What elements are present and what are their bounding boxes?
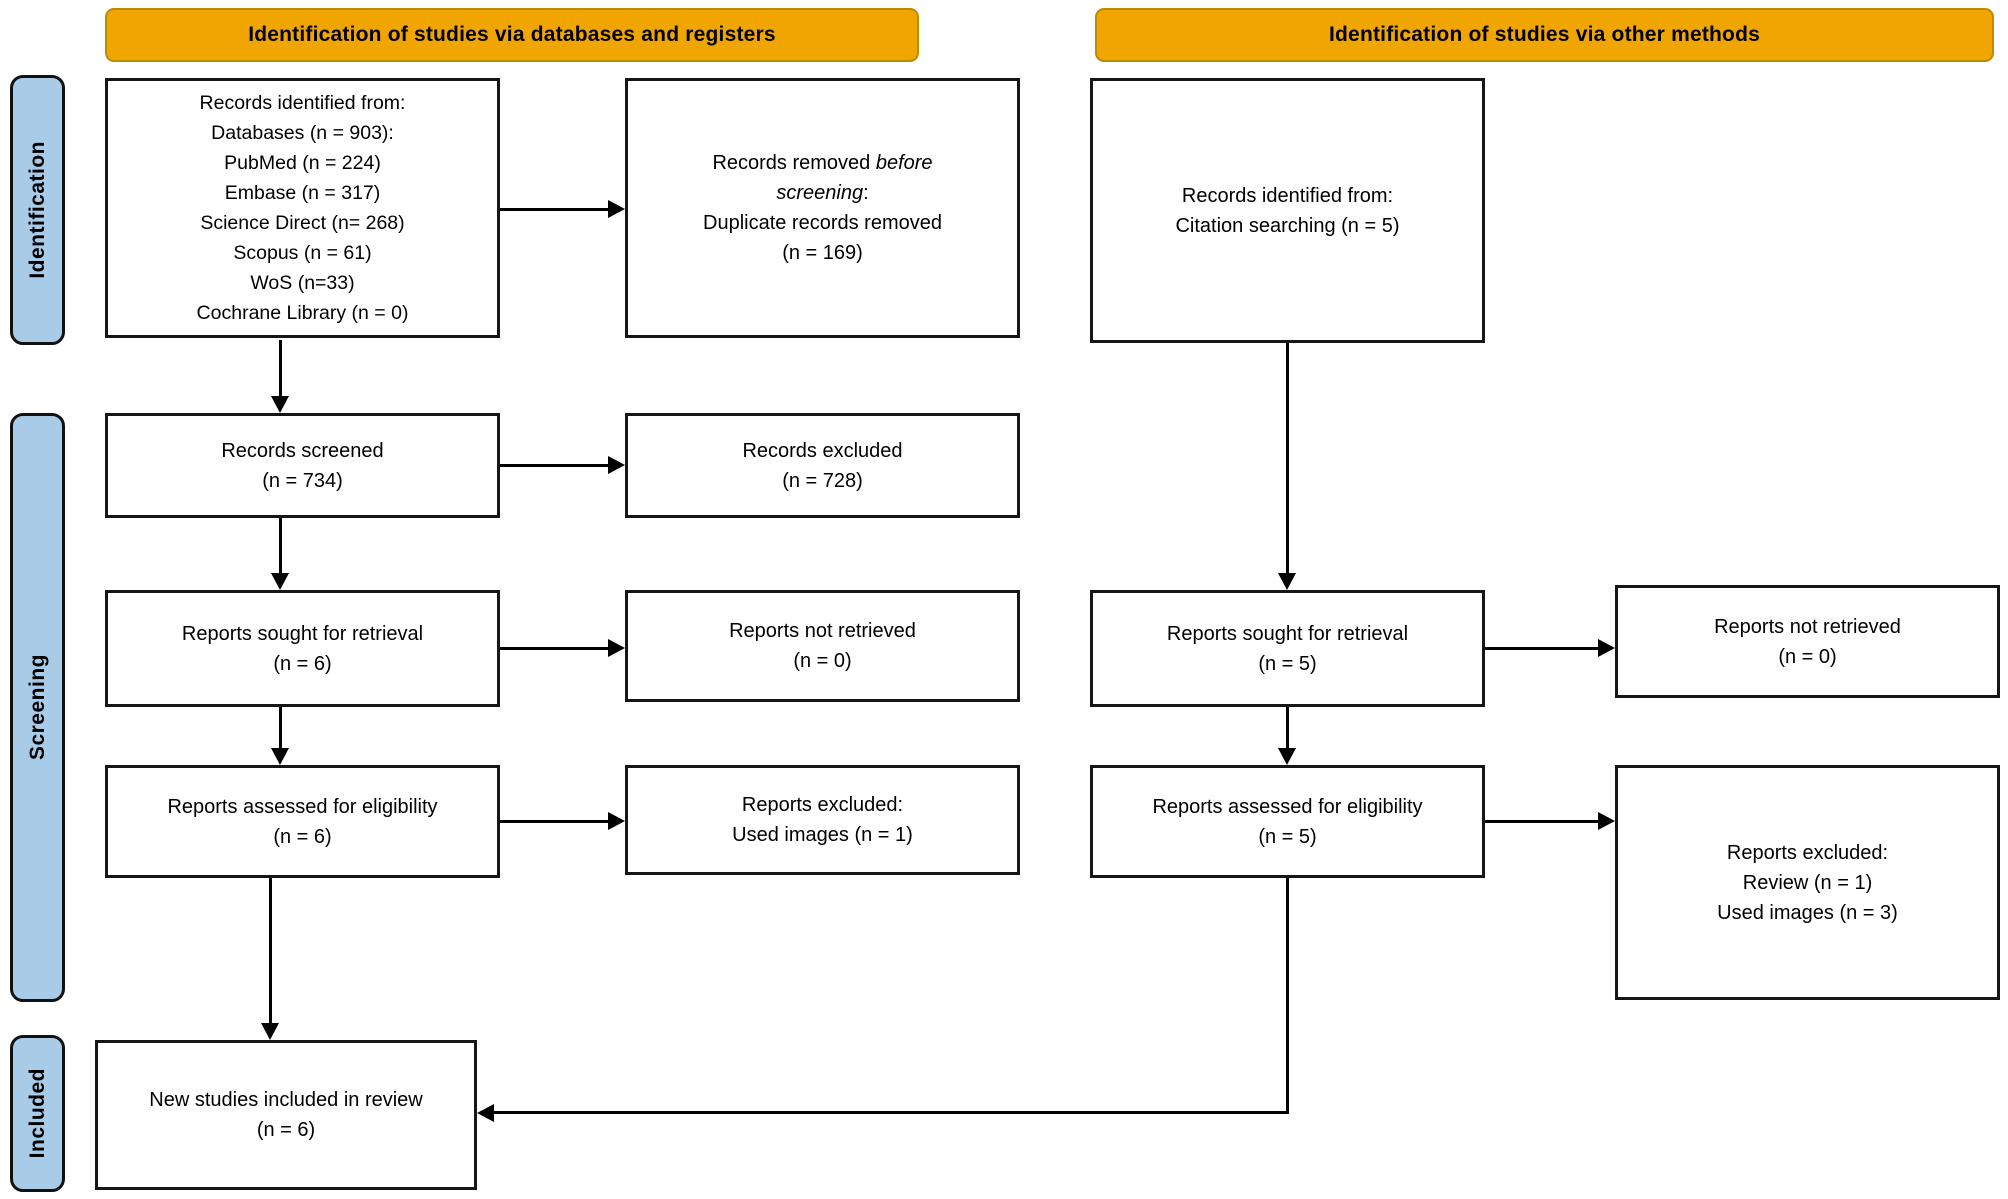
arrow-line — [1485, 647, 1598, 650]
box-text-line: Citation searching (n = 5) — [1175, 214, 1400, 237]
box-text-line: (n = 0) — [1778, 645, 1837, 668]
box-text-segment-italic: screening — [776, 182, 864, 204]
box-text-line: Reports excluded: — [741, 794, 904, 816]
box-reports-excluded-databases: Reports excluded: Used images (n = 1) — [625, 765, 1020, 875]
arrow-line — [1485, 820, 1598, 823]
box-text-line: Review (n = 1) — [1742, 871, 1873, 894]
box-text-segment-italic: before — [875, 152, 933, 174]
box-text-line: Reports assessed for eligibility — [167, 795, 438, 818]
arrow-head-down-icon — [271, 396, 289, 413]
box-text-line: (n = 5) — [1258, 825, 1317, 848]
arrow-line — [1286, 878, 1289, 1114]
arrow-line — [500, 208, 608, 211]
box-text-line: Reports sought for retrieval — [1166, 622, 1409, 645]
box-text-line: Records identified from: — [199, 92, 406, 114]
arrow-head-left-icon — [477, 1104, 494, 1122]
box-text-line: Reports assessed for eligibility — [1152, 795, 1423, 818]
box-records-screened: Records screened (n = 734) — [105, 413, 500, 518]
arrow-line — [500, 464, 608, 467]
box-text-line: Embase (n = 317) — [224, 182, 381, 204]
box-reports-excluded-other: Reports excluded: Review (n = 1) Used im… — [1615, 765, 2000, 1000]
box-text-line: PubMed (n = 224) — [224, 152, 381, 174]
rail-included-label: Included — [25, 1068, 49, 1159]
box-reports-assessed-other: Reports assessed for eligibility (n = 5) — [1090, 765, 1485, 878]
box-reports-not-retrieved-other: Reports not retrieved (n = 0) — [1615, 585, 2000, 698]
box-text-line: Records identified from: — [1181, 184, 1394, 207]
box-records-removed-before-screening: Records removed before screening: Duplic… — [625, 78, 1020, 338]
arrow-head-down-icon — [1278, 573, 1296, 590]
banner-databases-registers: Identification of studies via databases … — [105, 8, 919, 62]
box-text-line: (n = 734) — [262, 469, 343, 492]
box-text-line: New studies included in review — [149, 1089, 423, 1111]
box-text-line: (n = 0) — [793, 650, 852, 672]
box-text-line: (n = 169) — [782, 242, 863, 264]
box-text-line: (n = 6) — [273, 825, 332, 848]
arrow-line — [279, 340, 282, 396]
arrow-head-right-icon — [608, 200, 625, 218]
box-text-line: (n = 5) — [1258, 652, 1317, 675]
box-text-segment: : — [863, 182, 869, 204]
box-text-line: Reports sought for retrieval — [181, 622, 424, 645]
box-text-segment: Records removed — [712, 152, 871, 174]
rail-screening: Screening — [10, 413, 65, 1002]
arrow-head-right-icon — [1598, 812, 1615, 830]
box-new-studies-included: New studies included in review (n = 6) — [95, 1040, 477, 1190]
rail-screening-label: Screening — [25, 654, 49, 761]
box-text-line: Cochrane Library (n = 0) — [196, 302, 409, 324]
arrow-head-down-icon — [261, 1023, 279, 1040]
box-text-line: Used images (n = 3) — [1717, 901, 1898, 924]
arrow-line — [1286, 707, 1289, 748]
arrow-head-right-icon — [608, 456, 625, 474]
arrow-line — [500, 647, 608, 650]
arrow-head-right-icon — [608, 639, 625, 657]
box-text-line: Duplicate records removed — [703, 212, 942, 234]
box-text-line: (n = 6) — [256, 1119, 316, 1141]
arrow-head-right-icon — [1598, 639, 1615, 657]
arrow-line — [500, 820, 608, 823]
box-reports-sought-other: Reports sought for retrieval (n = 5) — [1090, 590, 1485, 707]
arrow-line — [494, 1111, 1289, 1114]
box-text-line: screening: — [628, 178, 1017, 208]
arrow-head-down-icon — [271, 748, 289, 765]
box-text-line: Reports not retrieved — [1714, 615, 1901, 638]
box-text-line: Records removed before — [628, 148, 1017, 178]
box-text-line: Records screened — [221, 439, 384, 462]
box-reports-sought-databases: Reports sought for retrieval (n = 6) — [105, 590, 500, 707]
box-text-line: Scopus (n = 61) — [233, 242, 372, 264]
arrow-line — [269, 878, 272, 1023]
box-reports-not-retrieved-databases: Reports not retrieved (n = 0) — [625, 590, 1020, 702]
arrow-line — [279, 707, 282, 748]
box-text-line: Records excluded — [742, 439, 903, 462]
box-records-identified-citation: Records identified from: Citation search… — [1090, 78, 1485, 343]
box-text-line: Science Direct (n= 268) — [200, 212, 405, 234]
box-text-line: Reports excluded: — [1726, 841, 1889, 864]
box-reports-assessed-databases: Reports assessed for eligibility (n = 6) — [105, 765, 500, 878]
rail-included: Included — [10, 1035, 65, 1192]
arrow-line — [279, 518, 282, 573]
banner-other-methods: Identification of studies via other meth… — [1095, 8, 1994, 62]
banner-other-methods-label: Identification of studies via other meth… — [1329, 23, 1760, 46]
arrow-line — [1286, 343, 1289, 573]
arrow-head-right-icon — [608, 812, 625, 830]
box-records-excluded: Records excluded (n = 728) — [625, 413, 1020, 518]
arrow-head-down-icon — [271, 573, 289, 590]
banner-databases-label: Identification of studies via databases … — [248, 23, 776, 46]
box-text-line: Reports not retrieved — [729, 620, 916, 642]
box-text-line: Databases (n = 903): — [211, 122, 394, 144]
box-text-line: Used images (n = 1) — [732, 824, 913, 846]
box-text-line: WoS (n=33) — [250, 272, 355, 294]
rail-identification: Identification — [10, 75, 65, 345]
box-text-line: (n = 6) — [273, 652, 332, 675]
arrow-head-down-icon — [1278, 748, 1296, 765]
box-records-identified-databases: Records identified from: Databases (n = … — [105, 78, 500, 338]
rail-identification-label: Identification — [25, 141, 49, 279]
box-text-line: (n = 728) — [782, 469, 863, 492]
